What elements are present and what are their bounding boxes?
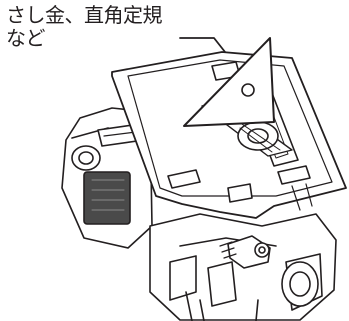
- callout-label-line1: さし金、直角定規: [6, 3, 163, 27]
- base-plate: [111, 51, 347, 219]
- callout-label: さし金、直角定規 など: [6, 3, 163, 50]
- callout-label-line2: など: [6, 26, 46, 50]
- tool-body: [61, 107, 337, 321]
- square-ruler: [183, 37, 275, 127]
- ruler-hole: [241, 83, 255, 97]
